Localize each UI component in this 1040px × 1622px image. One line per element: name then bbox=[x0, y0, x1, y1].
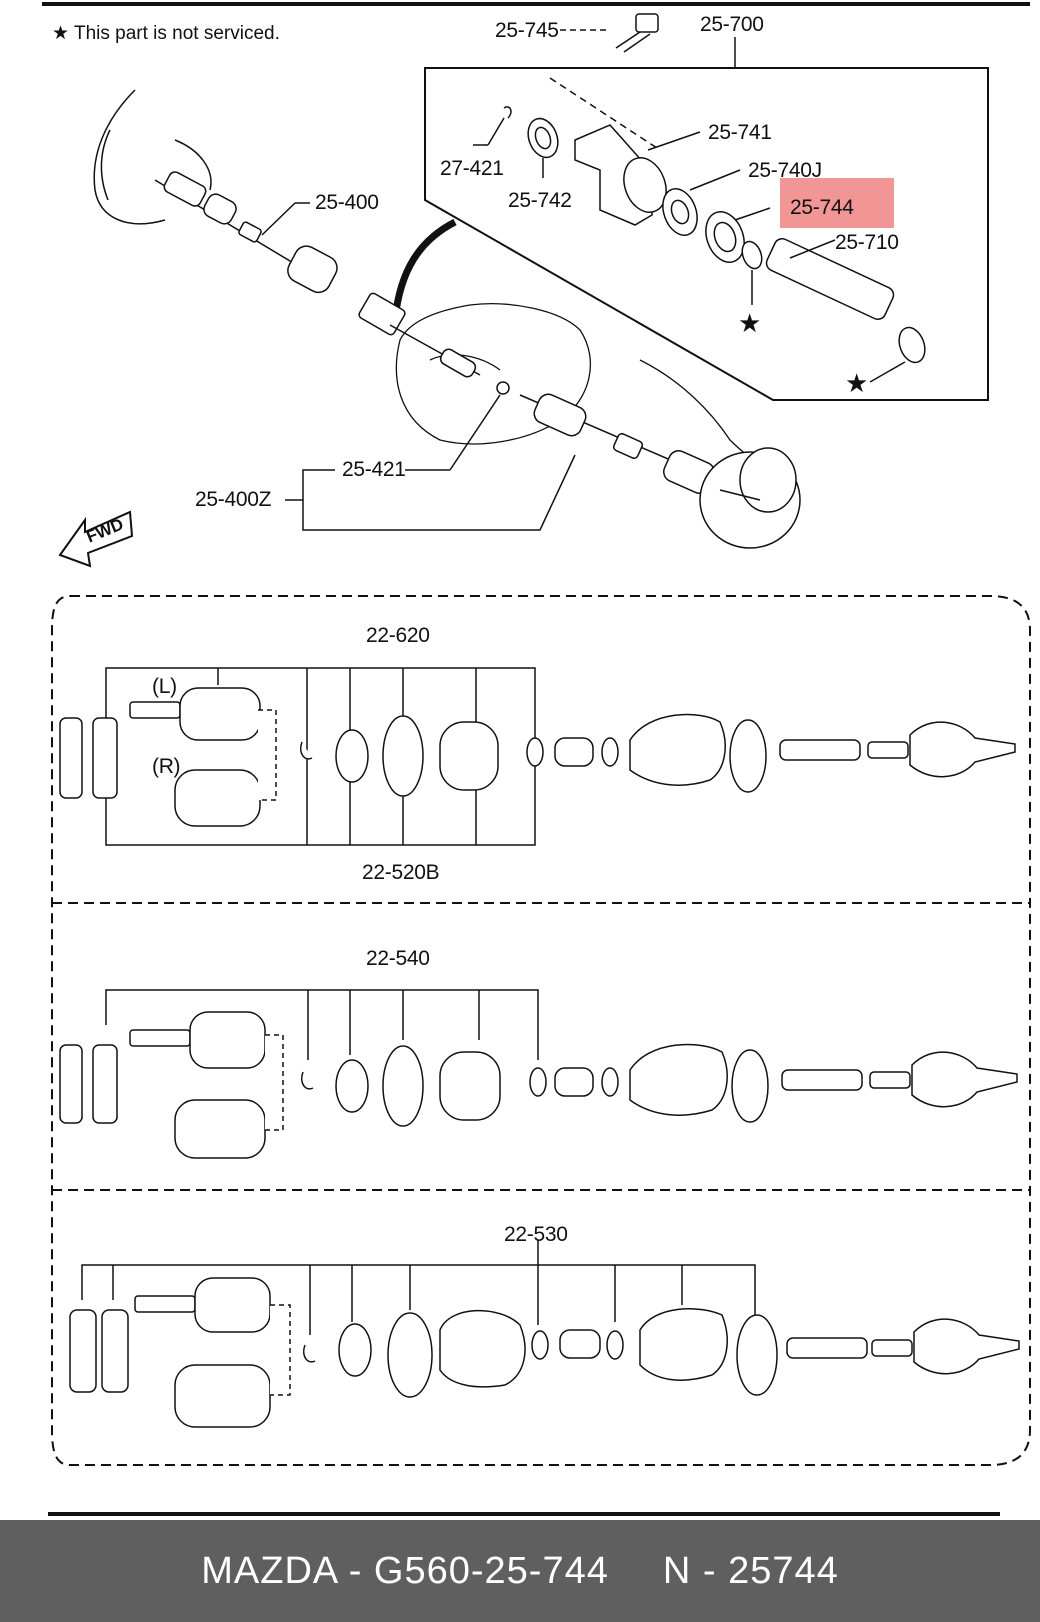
diagram-drawing: ★ ★ bbox=[42, 2, 1031, 1516]
joint-shaft-25-710 bbox=[765, 238, 895, 320]
label-25-740J: 25-740J bbox=[748, 159, 822, 182]
alt-part-number: N - 25744 bbox=[662, 1550, 839, 1592]
bolt-25-745 bbox=[560, 13, 659, 53]
section-2-parts bbox=[59, 1011, 1018, 1159]
label-side-l: (L) bbox=[152, 675, 177, 698]
label-25-400: 25-400 bbox=[315, 191, 379, 214]
section-2-bracket bbox=[105, 989, 539, 1060]
driveshaft-25-400Z bbox=[519, 393, 741, 494]
footer-text: MAZDA - G560-25-744 N - 25744 bbox=[0, 1550, 1040, 1593]
fwd-arrow bbox=[58, 510, 134, 568]
label-22-530: 22-530 bbox=[504, 1223, 568, 1246]
section-3-parts bbox=[69, 1277, 1020, 1428]
wheel-hub bbox=[699, 447, 801, 549]
kit-sections-boundary bbox=[51, 595, 1031, 1466]
part-number: MAZDA - G560-25-744 bbox=[201, 1550, 609, 1592]
label-22-520B: 22-520B bbox=[362, 861, 440, 884]
snap-ring-27-421 bbox=[503, 106, 512, 119]
label-25-742: 25-742 bbox=[508, 189, 572, 212]
label-25-745: 25-745 bbox=[495, 19, 559, 42]
not-serviced-note: ★ This part is not serviced. bbox=[52, 23, 280, 44]
label-25-400Z: 25-400Z bbox=[195, 488, 272, 511]
svg-text:★: ★ bbox=[845, 369, 868, 399]
label-side-r: (R) bbox=[152, 755, 181, 778]
assembly-box-25-700 bbox=[424, 67, 989, 401]
label-25-741: 25-741 bbox=[708, 121, 772, 144]
label-25-421: 25-421 bbox=[342, 458, 406, 481]
transmission-left bbox=[93, 89, 212, 225]
label-25-700: 25-700 bbox=[700, 13, 764, 36]
label-25-710: 25-710 bbox=[835, 231, 899, 254]
section-1-parts bbox=[59, 687, 1016, 827]
section-3-bracket bbox=[81, 1240, 756, 1335]
svg-text:★: ★ bbox=[738, 309, 761, 339]
label-25-744: 25-744 bbox=[790, 196, 854, 219]
label-22-540: 22-540 bbox=[366, 947, 430, 970]
part-number-footer: MAZDA - G560-25-744 N - 25744 bbox=[0, 1520, 1040, 1622]
driveshaft-25-400 bbox=[154, 171, 338, 294]
label-22-620: 22-620 bbox=[366, 624, 430, 647]
box-parts bbox=[473, 106, 926, 383]
highlight-25-744 bbox=[780, 178, 894, 228]
exploded-parts-diagram: ★ ★ bbox=[42, 2, 1031, 1516]
intermediate-shaft bbox=[358, 292, 510, 395]
label-27-421: 27-421 bbox=[440, 157, 504, 180]
